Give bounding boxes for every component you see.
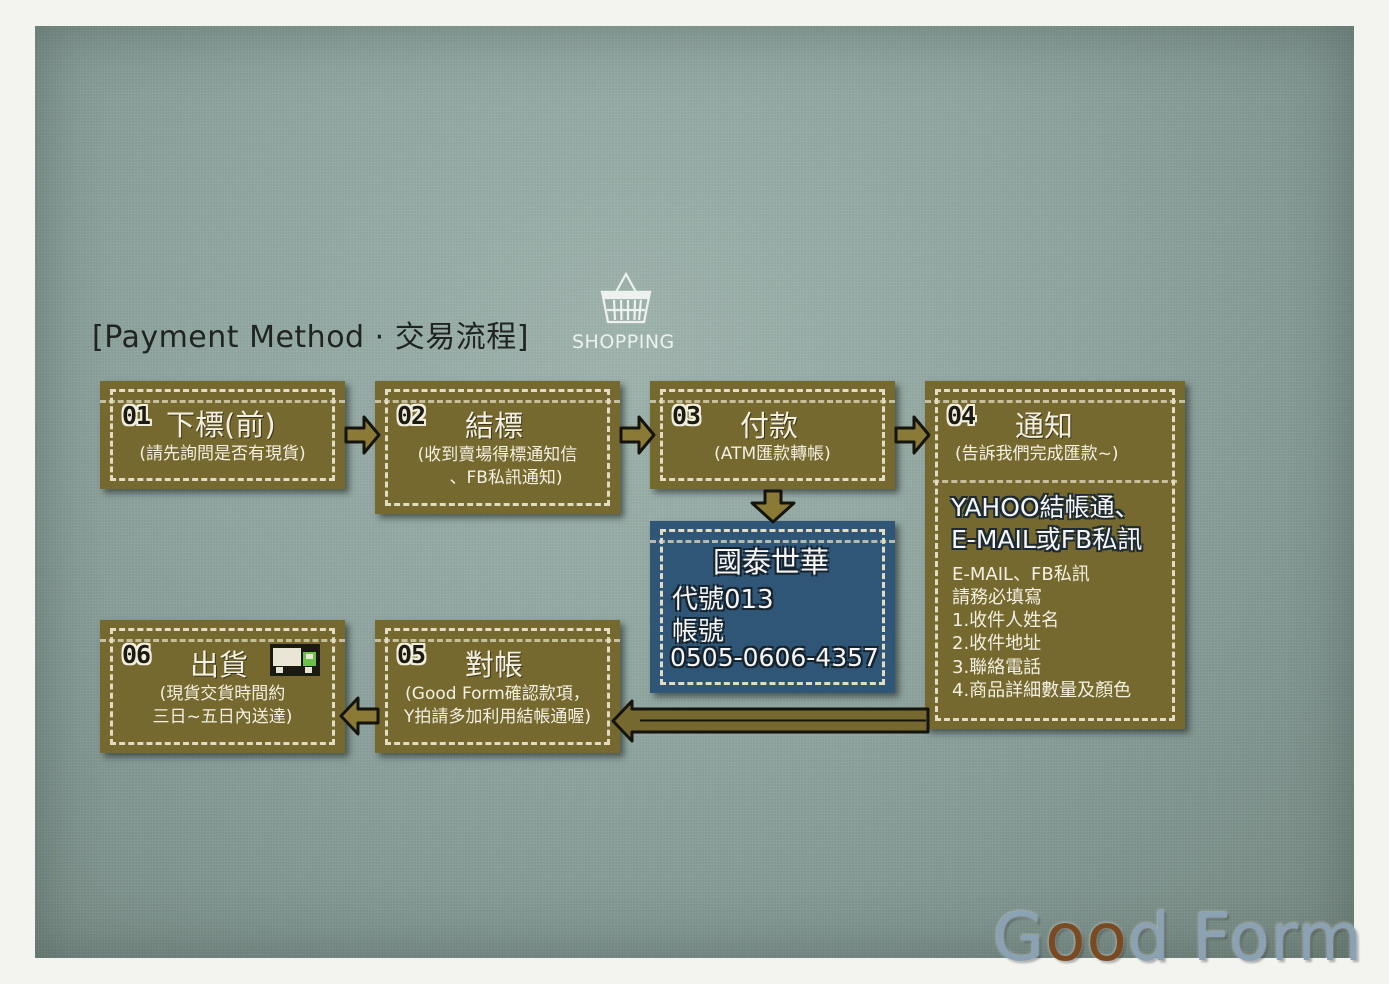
step-02-box: 02 結標 (收到賣場得標通知信 、FB私訊通知) (375, 381, 620, 514)
step-number: 05 (397, 640, 426, 669)
step-label: 通知 (1015, 409, 1074, 443)
step-description: Y拍請多加利用結帳通喔) (403, 707, 592, 727)
step-description: (現貨交貨時間約 (159, 684, 286, 704)
step-description: 、FB私訊通知) (449, 468, 563, 488)
step-01-box: 01 下標(前) (請先詢問是否有現貨) (100, 381, 345, 489)
shopping-basket-icon (600, 271, 652, 324)
divider (933, 480, 1177, 483)
page-title: [Payment Method · 交易流程] (92, 320, 529, 355)
step-number: 02 (397, 401, 426, 430)
step-label: 出貨 (190, 648, 249, 682)
step-number: 03 (672, 401, 701, 430)
notify-detail: 2.收件地址 (952, 633, 1042, 654)
step-label: 結標 (465, 409, 524, 443)
step-label: 對帳 (465, 648, 524, 682)
step-03-box: 03 付款 (ATM匯款轉帳) (650, 381, 895, 489)
step-04-box: 04 通知 (告訴我們完成匯款~) YAHOO結帳通、 E-MAIL或FB私訊 … (925, 381, 1185, 729)
step-05-box: 05 對帳 (Good Form確認款項， Y拍請多加利用結帳通喔) (375, 620, 620, 753)
truck-icon (270, 644, 320, 676)
shopping-label: SHOPPING (572, 331, 675, 353)
step-description: (告訴我們完成匯款~) (955, 444, 1119, 464)
notify-detail: 3.聯絡電話 (952, 657, 1042, 678)
step-number: 06 (122, 640, 151, 669)
step-description: 三日~五日內送達) (152, 707, 293, 727)
notify-highlight: YAHOO結帳通、 (951, 493, 1140, 522)
bank-name: 國泰世華 (713, 545, 830, 579)
step-number: 01 (122, 401, 151, 430)
step-description: (Good Form確認款項， (405, 684, 590, 704)
account-number: 0505-0606-4357 (670, 643, 879, 672)
notify-highlight: E-MAIL或FB私訊 (951, 525, 1143, 554)
bank-info-box: 國泰世華 代號013 帳號 0505-0606-4357 (650, 521, 895, 693)
arrow-down-icon (750, 489, 796, 524)
notify-detail: 請務必填寫 (952, 587, 1042, 608)
account-label: 帳號 (672, 617, 725, 647)
step-number: 04 (947, 401, 976, 430)
arrow-left-icon (339, 696, 380, 736)
step-description: (收到賣場得標通知信 (417, 445, 578, 465)
arrow-right-icon (894, 415, 931, 455)
step-label: 下標(前) (166, 408, 276, 442)
notify-detail: 1.收件人姓名 (952, 610, 1060, 631)
brand-logo: Good Form (992, 899, 1363, 976)
step-06-box: 06 出貨 (現貨交貨時間約 三日~五日內送達) (100, 620, 345, 753)
shopping-logo: SHOPPING (570, 270, 680, 358)
arrow-left-icon (611, 699, 930, 743)
step-description: (請先詢問是否有現貨) (139, 444, 306, 464)
step-label: 付款 (740, 409, 799, 443)
notify-detail: 4.商品詳細數量及顏色 (952, 680, 1132, 701)
step-description: (ATM匯款轉帳) (714, 444, 831, 464)
arrow-right-icon (344, 415, 381, 455)
bank-code: 代號013 (672, 585, 774, 615)
arrow-right-icon (619, 415, 656, 455)
notify-detail: E-MAIL、FB私訊 (952, 564, 1090, 585)
